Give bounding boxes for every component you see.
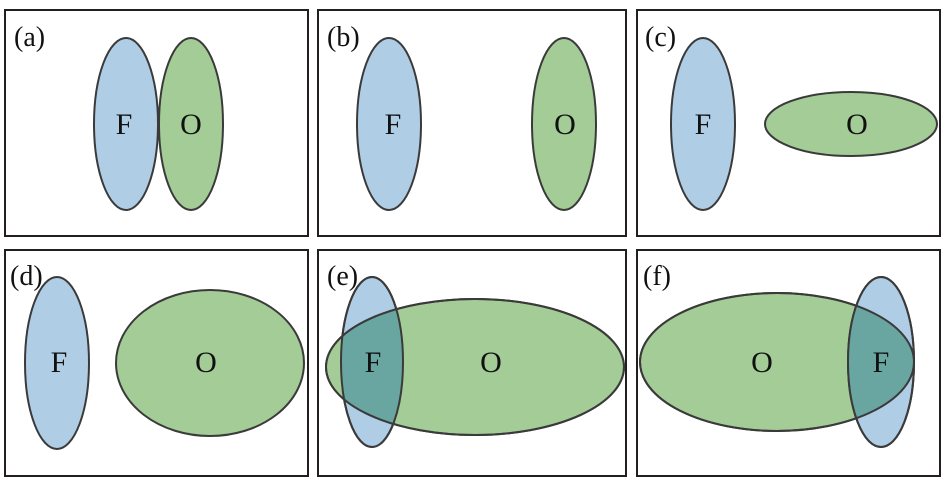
panel-d-o-ellipse (115, 289, 305, 437)
panel-d: (d) F O (4, 249, 309, 477)
panel-d-tag: (d) (10, 261, 43, 292)
panel-c-o-label: O (846, 108, 868, 141)
panel-b-o-ellipse (531, 37, 597, 211)
panel-e-o-outline (325, 298, 625, 436)
panel-c-o-ellipse (764, 91, 938, 157)
panel-e-o-label: O (480, 346, 502, 379)
panel-f-tag: (f) (643, 261, 671, 292)
panel-d-o-label: O (195, 346, 217, 379)
panel-b-f-ellipse (356, 37, 422, 211)
panel-d-f-label: F (51, 346, 68, 379)
panel-a-f-label: F (116, 108, 133, 141)
panel-f-o-label: O (751, 346, 773, 379)
panel-a-o-label: O (180, 108, 202, 141)
panel-f-f-label: F (873, 346, 890, 379)
panel-b-tag: (b) (327, 22, 360, 53)
panel-b: (b) F O (317, 9, 627, 237)
panel-c: (c) F O (636, 9, 941, 237)
panel-a-o-ellipse (158, 37, 224, 211)
panel-a-tag: (a) (14, 22, 45, 53)
panel-b-o-label: O (554, 108, 576, 141)
panel-c-f-label: F (695, 108, 712, 141)
panel-f: (f) O F (636, 249, 941, 477)
panel-d-f-ellipse (24, 276, 90, 450)
panel-f-f-outline (847, 276, 915, 448)
panel-e-f-outline (340, 276, 404, 448)
panel-a: (a) F O (4, 9, 309, 237)
panel-c-tag: (c) (645, 22, 676, 53)
panel-e-tag: (e) (327, 261, 358, 292)
panel-e: (e) F O (317, 249, 627, 477)
panel-c-f-ellipse (670, 37, 736, 211)
panel-e-f-label: F (365, 346, 382, 379)
panel-b-f-label: F (385, 108, 402, 141)
